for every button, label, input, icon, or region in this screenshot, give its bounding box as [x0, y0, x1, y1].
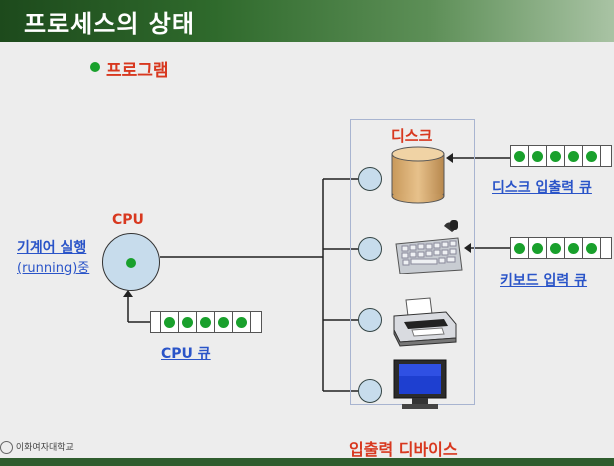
- queue-empty-slot: [601, 146, 611, 166]
- disk-io-queue: [510, 145, 612, 167]
- process-dot: [218, 316, 229, 328]
- process-dot: [550, 150, 561, 162]
- printer-port: [358, 308, 382, 332]
- queue-slot: [197, 312, 215, 332]
- queue-slot: [161, 312, 179, 332]
- monitor-icon: [393, 359, 447, 409]
- queue-slot: [565, 146, 583, 166]
- running-label-line1: 기계어 실행: [17, 240, 87, 256]
- footer-logo: 이화여자대학교: [0, 440, 74, 454]
- queue-slot: [511, 146, 529, 166]
- cpu-circle: [102, 233, 160, 291]
- queue-slot: [547, 238, 565, 258]
- disk-label: 디스크: [391, 127, 433, 145]
- queue-slot: [233, 312, 251, 332]
- monitor-port: [358, 379, 382, 403]
- queue-slot: [529, 238, 547, 258]
- footer-bar: [0, 458, 614, 466]
- disk-icon: [391, 146, 445, 204]
- process-dot: [568, 242, 579, 254]
- queue-empty-slot: [251, 312, 261, 332]
- process-dot: [236, 316, 247, 328]
- keyboard-queue-label: 키보드 입력 큐: [500, 273, 588, 289]
- footer-text: 이화여자대학교: [15, 443, 74, 453]
- process-dot: [514, 150, 525, 162]
- running-label-line2: (running)중: [17, 257, 89, 276]
- queue-slot: [179, 312, 197, 332]
- process-dot: [586, 242, 597, 254]
- process-dot: [200, 316, 211, 328]
- page-title: 프로세스의 상태: [24, 10, 195, 38]
- cpu-label: CPU: [112, 212, 144, 228]
- title-bar: 프로세스의 상태: [0, 0, 614, 42]
- process-dot: [532, 242, 543, 254]
- running-process-dot: [126, 258, 136, 268]
- disk-queue-label: 디스크 입출력 큐: [492, 180, 592, 196]
- printer-icon: [393, 297, 457, 347]
- program-label: 프로그램: [106, 61, 169, 81]
- process-dot: [550, 242, 561, 254]
- keyboard-icon: [395, 220, 463, 274]
- queue-slot: [583, 146, 601, 166]
- queue-empty-slot: [151, 312, 161, 332]
- process-dot: [164, 316, 175, 328]
- queue-slot: [547, 146, 565, 166]
- program-bullet-dot: [90, 62, 100, 72]
- process-dot: [532, 150, 543, 162]
- cpu-queue: [150, 311, 262, 333]
- io-devices-label: 입출력 디바이스: [349, 440, 458, 459]
- queue-slot: [529, 146, 547, 166]
- process-dot: [514, 242, 525, 254]
- process-dot: [568, 150, 579, 162]
- process-dot: [182, 316, 193, 328]
- process-dot: [586, 150, 597, 162]
- queue-slot: [565, 238, 583, 258]
- queue-empty-slot: [601, 238, 611, 258]
- keyboard-port: [358, 237, 382, 261]
- queue-slot: [583, 238, 601, 258]
- cpu-queue-label: CPU 큐: [161, 346, 211, 362]
- queue-slot: [215, 312, 233, 332]
- keyboard-input-queue: [510, 237, 612, 259]
- university-seal-icon: [0, 441, 13, 454]
- queue-slot: [511, 238, 529, 258]
- disk-port: [358, 167, 382, 191]
- running-label-text: (running)중: [17, 261, 90, 276]
